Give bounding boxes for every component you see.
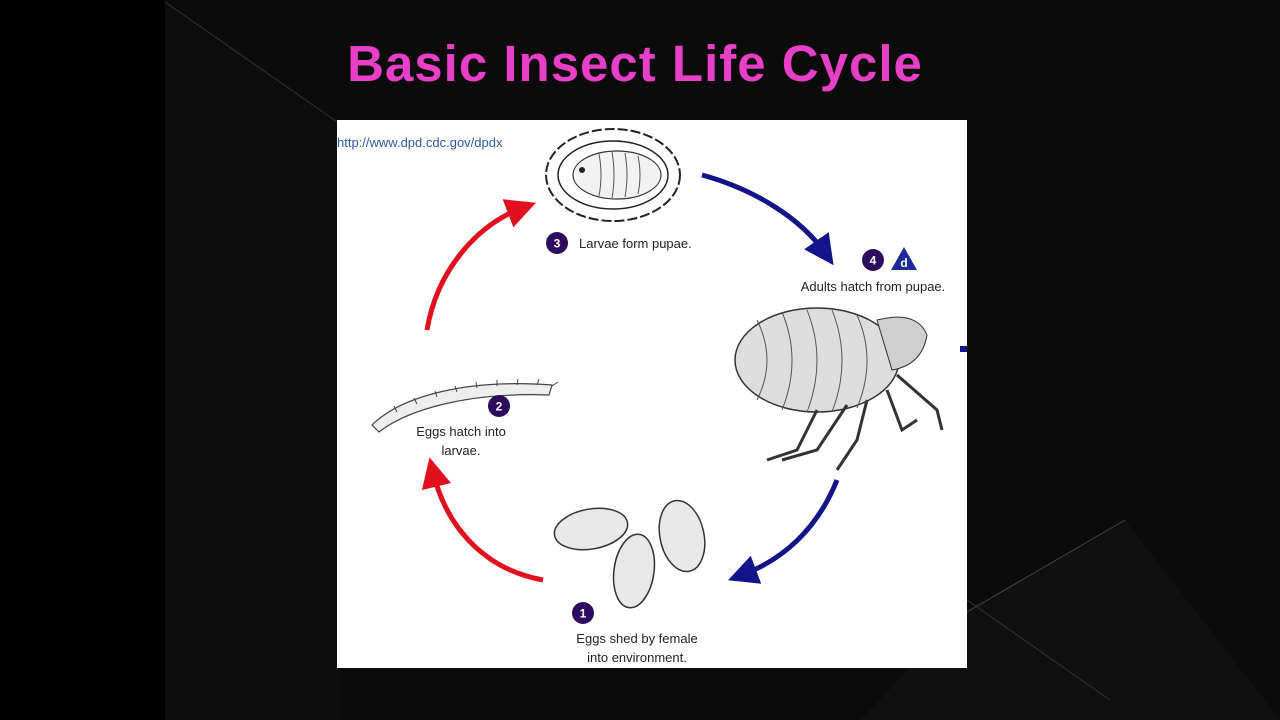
- svg-text:2: 2: [496, 400, 503, 414]
- background-panel-left: [165, 0, 340, 720]
- stage-badge: [546, 232, 568, 254]
- stage-badge: [572, 602, 594, 624]
- life-cycle-diagram: http://www.dpd.cdc.gov/dpdx: [337, 120, 967, 668]
- stage-3-label: 3 Larvae form pupae.: [546, 232, 692, 254]
- svg-text:Larvae form pupae.: Larvae form pupae.: [579, 236, 692, 251]
- svg-text:Eggs shed by female: Eggs shed by female: [576, 631, 697, 646]
- stage-badge: [862, 249, 884, 271]
- slide-title: Basic Insect Life Cycle: [347, 35, 923, 92]
- source-url: http://www.dpd.cdc.gov/dpdx: [337, 135, 503, 150]
- red-arrow-eggs-to-larva: [421, 457, 544, 583]
- adult-flea-illustration: [734, 307, 944, 471]
- stage-4-label: 4 d Adults hatch from pupae.: [801, 247, 946, 294]
- blue-arrow-pupa-to-adult: [701, 172, 834, 266]
- background-panel-right: [860, 520, 1280, 720]
- stage-1-label: 1 Eggs shed by female into environment.: [572, 602, 698, 665]
- svg-text:3: 3: [554, 237, 561, 251]
- diagonal-line: [966, 599, 1111, 701]
- svg-text:4: 4: [870, 254, 877, 268]
- svg-text:Adults hatch from pupae.: Adults hatch from pupae.: [801, 279, 946, 294]
- stage-2-label: 2 Eggs hatch into larvae.: [416, 395, 510, 458]
- svg-text:1: 1: [580, 607, 587, 621]
- eggs-illustration: [553, 499, 706, 609]
- svg-text:into environment.: into environment.: [587, 650, 687, 665]
- larva-illustration: [371, 378, 559, 433]
- stage-badge: [488, 395, 510, 417]
- diagonal-line: [966, 519, 1126, 613]
- svg-text:larvae.: larvae.: [441, 443, 480, 458]
- svg-text:Eggs hatch into: Eggs hatch into: [416, 424, 506, 439]
- blue-arrow-adult-to-eggs: [727, 479, 840, 584]
- pupa-illustration: [545, 128, 681, 222]
- red-arrow-larva-to-pupa: [424, 199, 537, 331]
- svg-text:d: d: [900, 256, 907, 270]
- cropped-arrow-fragment: [960, 346, 967, 352]
- diagonal-line: [164, 1, 341, 125]
- diagnostic-stage-triangle-icon: [891, 247, 917, 270]
